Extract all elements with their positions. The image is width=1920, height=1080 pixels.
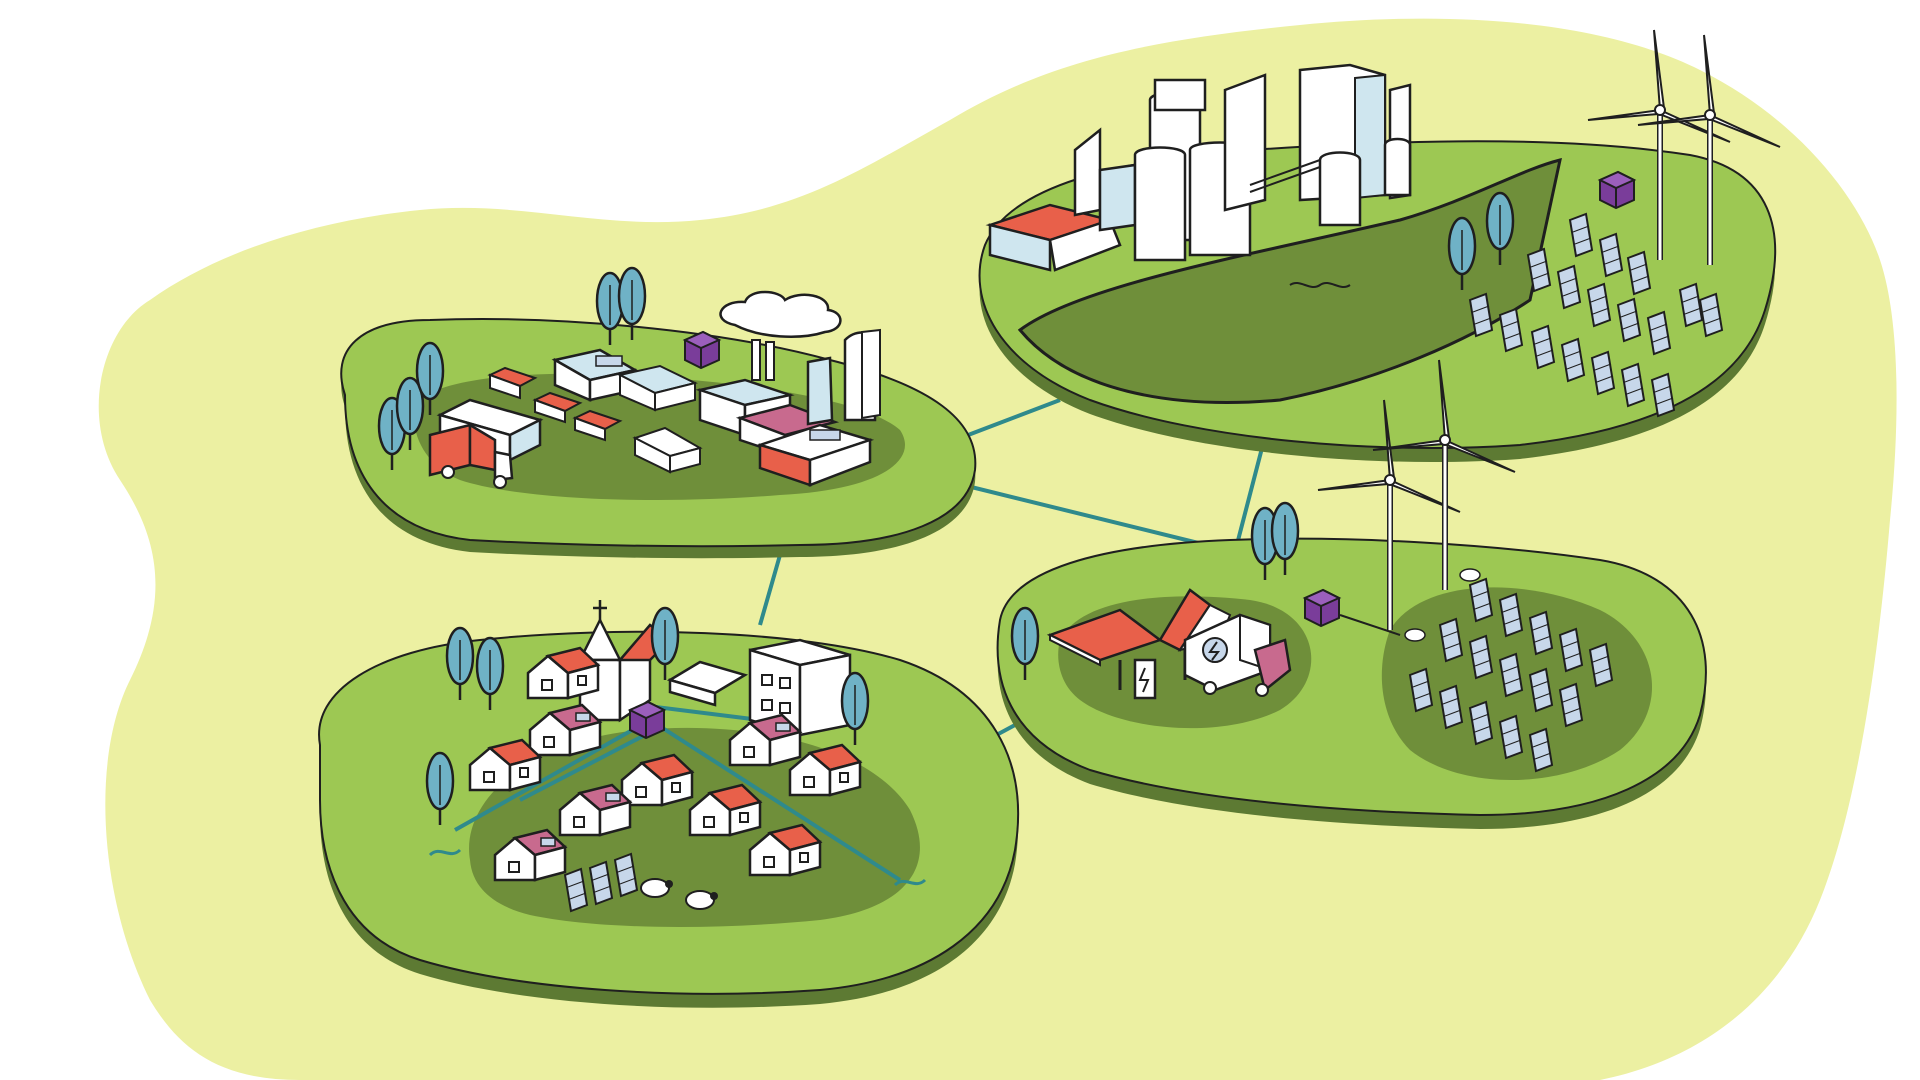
grid-connector-icon: [428, 848, 927, 887]
factory-icon: [695, 290, 881, 487]
truck-icon: [428, 422, 514, 489]
power-plant-zone: [978, 30, 1780, 462]
small-buildings: [487, 364, 703, 474]
village-zone: [318, 600, 1020, 1008]
storage-unit-icon: [629, 701, 665, 739]
sheep-icon: [640, 878, 718, 910]
power-plant-icon: [985, 63, 1412, 272]
storage-unit-icon: [1304, 589, 1340, 627]
sheep-icon: [1404, 568, 1481, 642]
storage-unit-icon: [1599, 171, 1635, 209]
charging-zone: [996, 360, 1707, 829]
apartment-building: [748, 638, 852, 737]
industrial-zone: [340, 266, 977, 559]
electric-truck-icon: [1183, 613, 1292, 697]
barn: [666, 660, 749, 707]
storage-unit-icon: [684, 331, 720, 369]
